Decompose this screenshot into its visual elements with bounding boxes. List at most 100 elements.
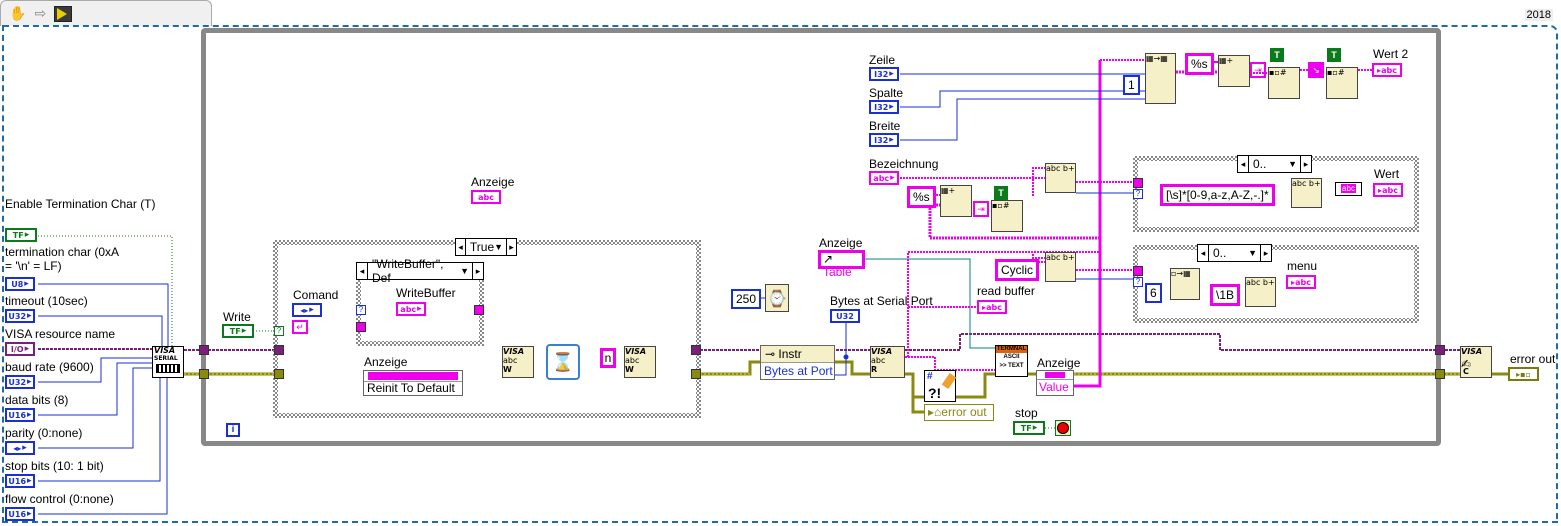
- search-replace-node-2[interactable]: ▪▫#: [1326, 67, 1358, 99]
- match-pattern-node-3[interactable]: abc b+: [1045, 252, 1076, 282]
- error-case-tunnel-in: [274, 369, 284, 379]
- visa-write-2-sub: abc: [625, 356, 640, 365]
- search-replace-node-3[interactable]: ▪▫#: [991, 200, 1023, 232]
- arrow-icon[interactable]: ⇨: [34, 5, 47, 21]
- visa-write-node-2[interactable]: VISA abc W: [624, 346, 656, 378]
- visa-close-label: VISA: [1461, 347, 1483, 356]
- command-case-selector[interactable]: ◂"WriteBuffer", Def▼▸: [356, 257, 484, 285]
- visa-read-label: VISA: [871, 347, 893, 356]
- wert-case-selector-value: 0..: [1253, 157, 1267, 171]
- clear-errors-icon[interactable]: # ?!: [924, 370, 957, 402]
- wert-indicator[interactable]: ▸abc: [1373, 183, 1403, 197]
- menu-type: abc: [1295, 277, 1311, 287]
- breite-control[interactable]: I32: [869, 133, 899, 147]
- match-pattern-icon-1: abc b+: [1046, 164, 1075, 173]
- menu-label: menu: [1287, 259, 1318, 273]
- anzeige-value-property: Value: [1037, 379, 1073, 394]
- wert-case-selector[interactable]: ◂0..▼▸: [1237, 155, 1312, 173]
- comand-control[interactable]: ◂▸: [292, 303, 322, 317]
- hand-tool-icon[interactable]: ✋: [9, 5, 27, 21]
- visa-write-1-mode: W: [503, 365, 512, 374]
- timeout-control[interactable]: U32: [5, 309, 35, 323]
- property-node-class: Instr: [778, 347, 802, 361]
- anzeige-table-property[interactable]: ↗ Table: [818, 250, 865, 279]
- anzeige-reinit-property-node[interactable]: Reinit To Default: [363, 370, 463, 396]
- regex-constant: [\s]*[0-9,a-z,A-Z,-.]*: [1160, 184, 1275, 206]
- array-subset-node[interactable]: ▦→▦: [1145, 53, 1176, 104]
- wait-ms-constant: 250: [731, 289, 762, 309]
- comand-label: Comand: [293, 288, 339, 302]
- flow-control-control[interactable]: U16: [5, 507, 35, 521]
- terminal-ascii-subvi[interactable]: TERMNAL ASCII >> TEXT: [995, 345, 1028, 377]
- visa-read-mode: R: [871, 365, 878, 374]
- anzeige-local-variable[interactable]: abc: [471, 190, 501, 204]
- visa-resource-control[interactable]: I/O: [5, 342, 35, 356]
- visa-configure-serial-node[interactable]: VISA SERIAL: [152, 346, 184, 378]
- anzeige-local-type: abc: [478, 192, 494, 202]
- read-buffer-indicator[interactable]: ▸abc: [977, 300, 1007, 314]
- read-buffer-label: read buffer: [977, 284, 1035, 298]
- match-pattern-node-2[interactable]: abc b+: [1291, 178, 1322, 208]
- trim-whitespace-type: abc: [1341, 184, 1356, 193]
- array-to-spreadsheet-node-mid[interactable]: ▦+: [940, 185, 972, 217]
- spalte-control[interactable]: I32: [869, 100, 899, 114]
- error-out-local-variable[interactable]: ▸⌂error out: [924, 404, 994, 421]
- visa-read-node[interactable]: VISA abc R: [870, 346, 905, 378]
- anzeige-reinit-label: Anzeige: [364, 355, 408, 369]
- menu-case-selector-terminal: ?: [1133, 277, 1143, 287]
- carriage-return-constant: ↵: [292, 320, 308, 334]
- visa-write-1-sub: abc: [503, 356, 518, 365]
- toolbar: ✋ ⇨: [0, 0, 212, 26]
- wait-ms-clock-icon[interactable]: ⌚: [765, 284, 789, 312]
- bytes-at-serial-port-indicator[interactable]: U32: [830, 309, 860, 323]
- write-control[interactable]: TF: [222, 324, 254, 338]
- array-to-spreadsheet-node-top[interactable]: ▦+: [1218, 55, 1250, 87]
- menu-indicator[interactable]: ▸abc: [1286, 275, 1316, 289]
- anzeige-table-value: Table: [823, 265, 852, 279]
- baud-rate-control[interactable]: U32: [5, 375, 35, 389]
- match-pattern-icon-4: abc b+: [1246, 278, 1275, 287]
- true-constant-3: T: [994, 186, 1008, 200]
- enable-termination-control[interactable]: TF: [5, 228, 37, 242]
- loop-condition-stop-icon[interactable]: [1055, 420, 1071, 436]
- stop-bits-control[interactable]: U16: [5, 474, 35, 488]
- hourglass-icon[interactable]: ⌛: [546, 344, 580, 380]
- match-pattern-node-4[interactable]: abc b+: [1245, 277, 1276, 307]
- error-case-tunnel-out: [691, 369, 701, 379]
- visa-write-node-1[interactable]: VISA abc W: [502, 346, 534, 378]
- spalte-label: Spalte: [869, 86, 904, 100]
- anzeige-value-property-node[interactable]: Value: [1036, 370, 1074, 396]
- array-to-spreadsheet-mid-icon: ▦+: [941, 186, 956, 195]
- match-pattern-node-1[interactable]: abc b+: [1045, 163, 1076, 193]
- error-out-indicator[interactable]: ▸▪▫: [1508, 367, 1539, 381]
- search-replace-node-1[interactable]: ▪▫#: [1268, 67, 1300, 99]
- wert2-type: abc: [1381, 65, 1397, 75]
- write-case-selector[interactable]: ◂True▼▸: [455, 238, 517, 256]
- search-replace-icon-3: ▪▫#: [992, 201, 1010, 210]
- wert-case-string-tunnel: [1133, 178, 1143, 188]
- writebuffer-local-variable[interactable]: abc: [396, 302, 426, 316]
- data-bits-control[interactable]: U16: [5, 408, 35, 422]
- visa-property-node[interactable]: ⊸ Instr Bytes at Port: [760, 345, 835, 380]
- visa-case-tunnel-in: [274, 345, 284, 355]
- wert2-indicator[interactable]: ▸abc: [1372, 63, 1402, 77]
- parity-control[interactable]: ◂▸: [5, 441, 35, 455]
- write-case-structure: [273, 240, 701, 418]
- newline-constant: n: [600, 348, 616, 368]
- zeile-control[interactable]: I32: [869, 67, 899, 81]
- wert2-label: Wert 2: [1373, 47, 1409, 61]
- termination-char-control[interactable]: U8: [5, 277, 35, 291]
- run-vi-icon[interactable]: [54, 5, 73, 22]
- one-constant: 1: [1123, 75, 1140, 95]
- match-pattern-icon-2: abc b+: [1292, 179, 1321, 188]
- visa-case-tunnel-out: [691, 345, 701, 355]
- string-subset-node[interactable]: ▫→▦: [1170, 268, 1200, 300]
- visa-close-node[interactable]: VISA ✍ C: [1460, 346, 1492, 378]
- bezeichnung-control[interactable]: abc: [869, 171, 899, 185]
- true-constant-2: T: [1327, 48, 1341, 62]
- stop-control[interactable]: TF: [1013, 421, 1045, 435]
- trim-whitespace-node[interactable]: abc: [1335, 182, 1362, 196]
- visa-label: VISA: [154, 346, 176, 355]
- visa-loop-tunnel-out: [1435, 345, 1445, 355]
- menu-case-selector[interactable]: ◂0..▼▸: [1197, 244, 1272, 262]
